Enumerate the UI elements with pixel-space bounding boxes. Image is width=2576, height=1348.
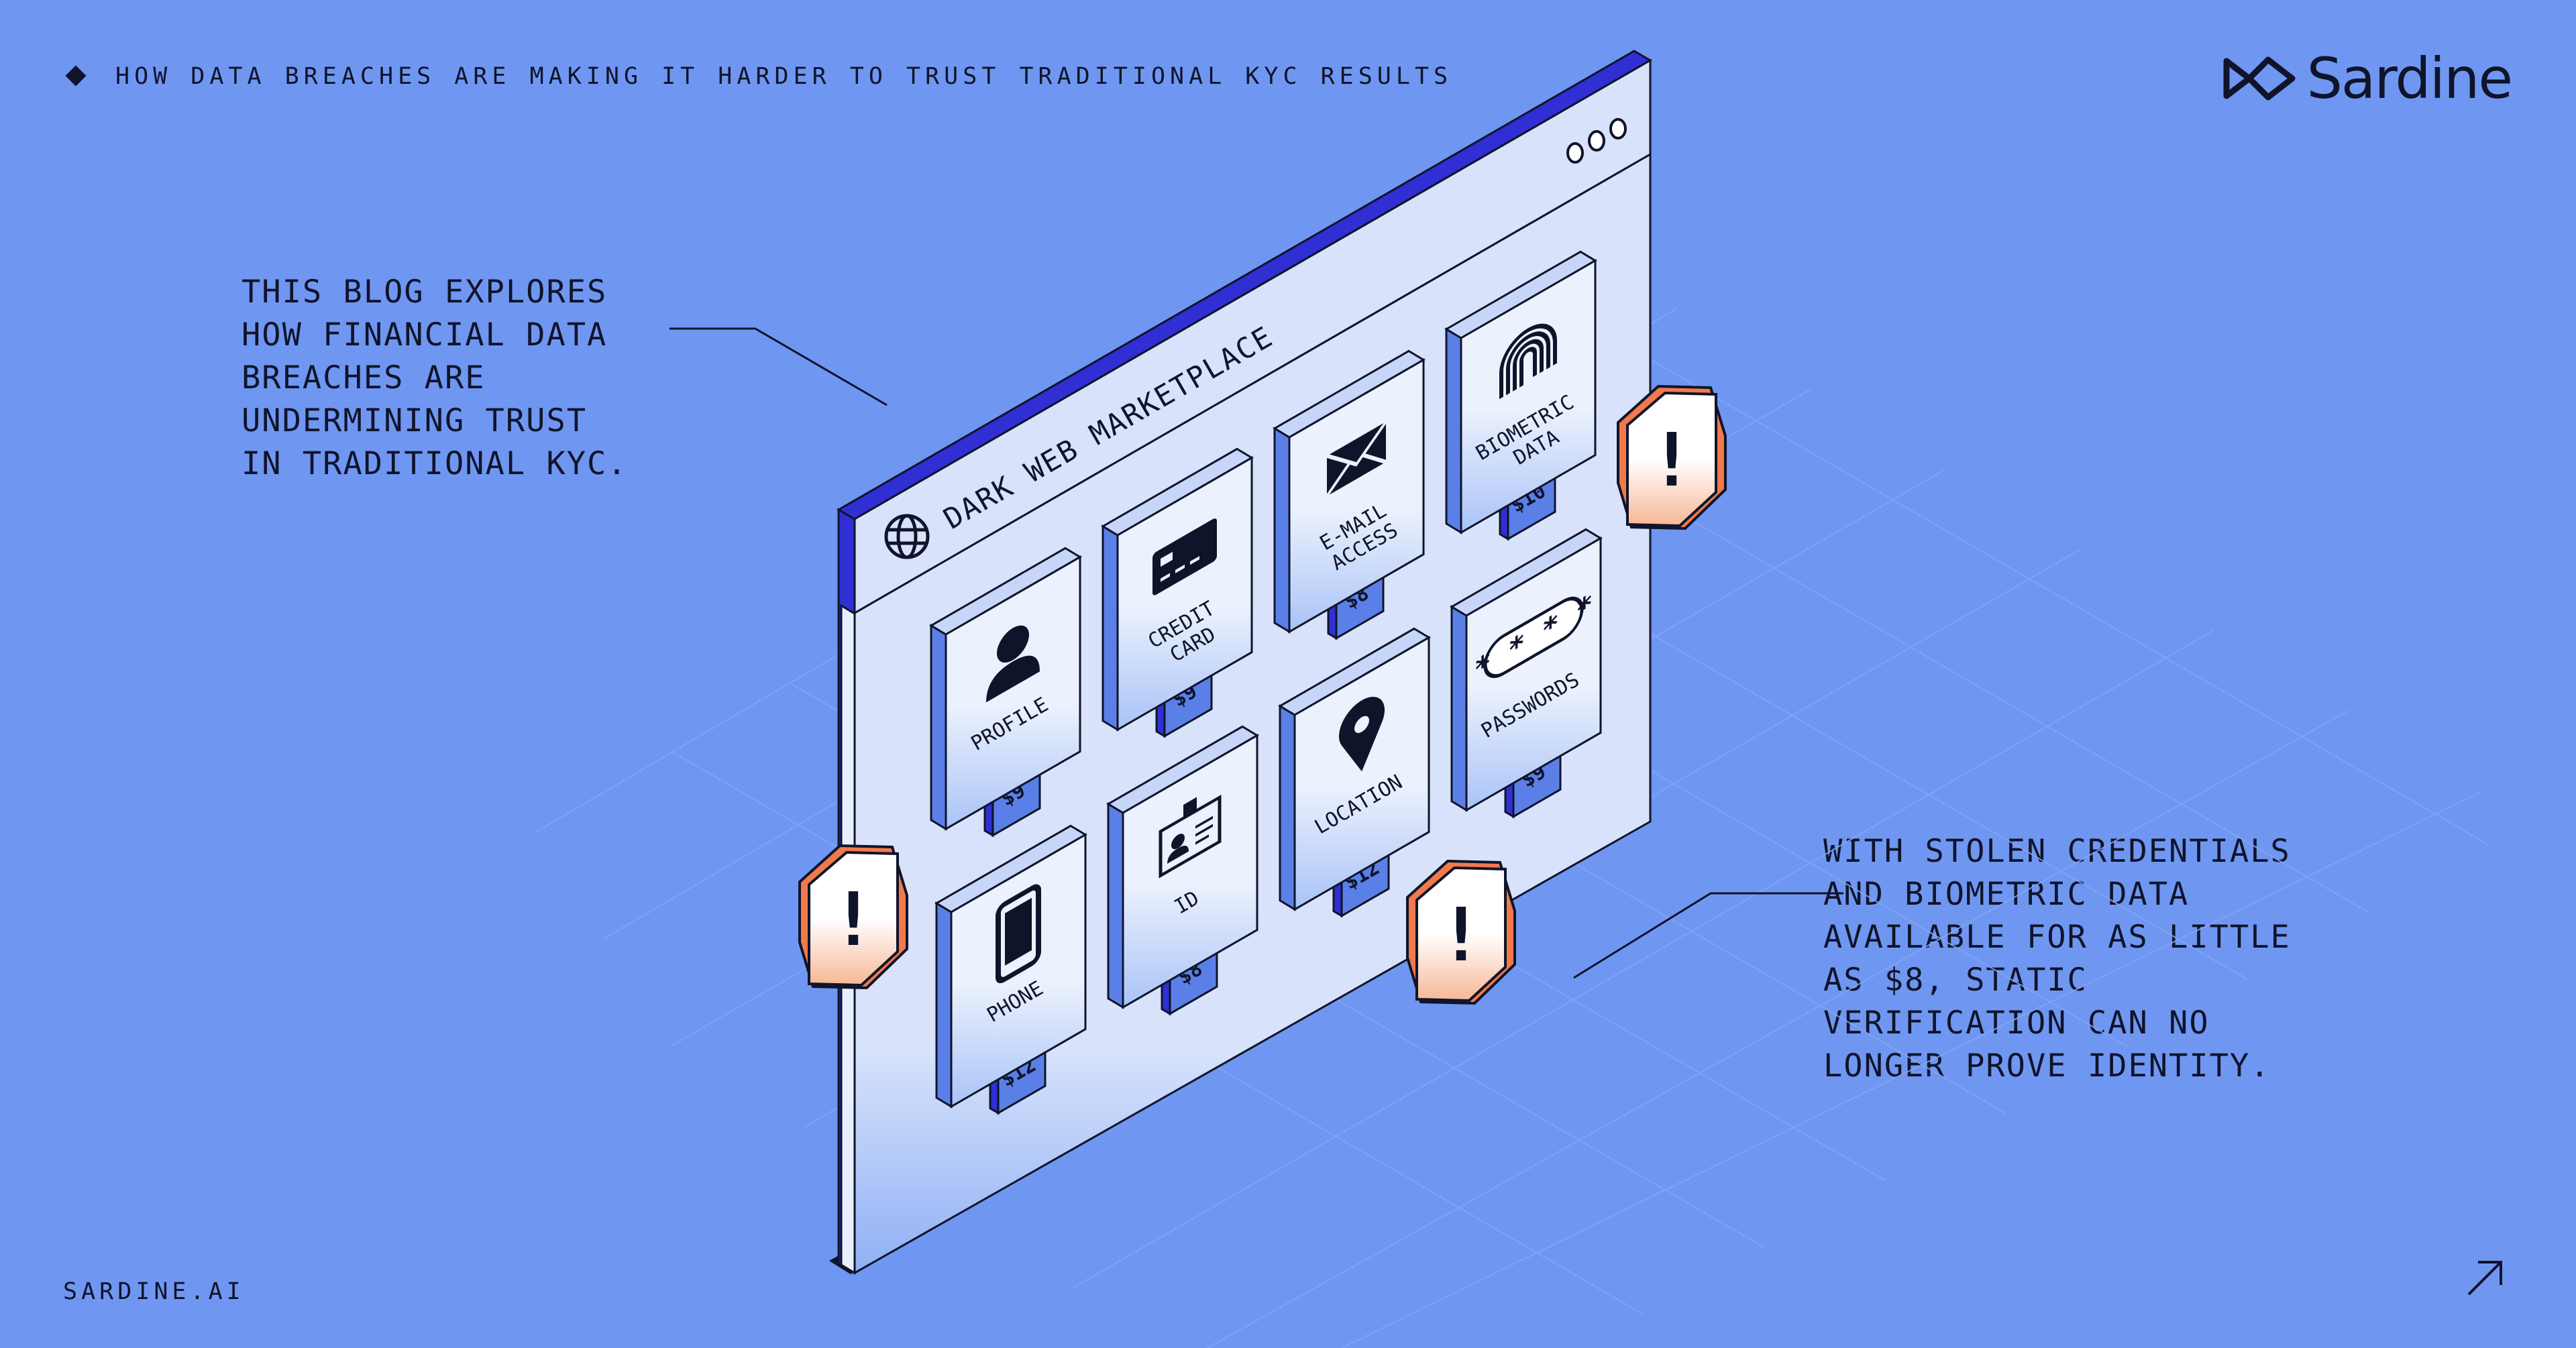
callout-line: WITH STOLEN CREDENTIALS [1823, 833, 2291, 870]
page-title: HOW DATA BREACHES ARE MAKING IT HARDER T… [115, 63, 1453, 90]
product-card[interactable]: $8E-MAILACCESS [1273, 349, 1426, 640]
window-controls-icon [1566, 118, 1627, 164]
footer-site-link[interactable]: SARDINE.AI [63, 1278, 245, 1305]
envelope-icon [1326, 420, 1387, 497]
product-card[interactable]: $9* * * *PASSWORDS [1450, 528, 1603, 819]
product-card-grid: $9PROFILE$9CREDITCARD$8E-MAILACCESS$10BI… [929, 250, 1603, 1115]
callout-line: HOW FINANCIAL DATA [241, 317, 608, 353]
brand-name: Sardine [2306, 46, 2513, 111]
callout-line: AND BIOMETRIC DATA [1823, 876, 2190, 913]
callout-line: LONGER PROVE IDENTITY. [1823, 1048, 2271, 1084]
intro-callout: THIS BLOG EXPLORES HOW FINANCIAL DATA BR… [241, 271, 628, 486]
warning-exclamation-icon: ! [1406, 859, 1516, 1005]
callout-line: VERIFICATION CAN NO [1823, 1005, 2210, 1042]
callout-line: THIS BLOG EXPLORES [241, 274, 608, 311]
brand-logo[interactable]: Sardine [2222, 46, 2513, 111]
svg-text:!: ! [831, 877, 875, 962]
svg-text:!: ! [1650, 417, 1694, 503]
id-card-icon [1159, 794, 1222, 879]
profile-icon [986, 625, 1040, 703]
sardine-logo-icon [2223, 56, 2296, 101]
callout-line: BREACHES ARE [241, 359, 486, 396]
callout-leaders [669, 327, 1843, 979]
arrow-up-right-icon[interactable] [2462, 1254, 2509, 1301]
callout-line: AVAILABLE FOR AS LITTLE [1823, 919, 2291, 956]
warning-exclamation-icon: ! [798, 844, 908, 990]
browser-title-bar [853, 58, 1652, 615]
warning-exclamation-icon: ! [1617, 384, 1727, 530]
globe-icon [884, 514, 930, 559]
svg-text:!: ! [1439, 892, 1483, 978]
product-card[interactable]: $8ID [1106, 725, 1259, 1016]
callout-line: IN TRADITIONAL KYC. [241, 445, 628, 482]
credit-card-icon [1152, 518, 1217, 596]
warning-badges: !!! [798, 384, 1727, 1005]
fingerprint-icon [1499, 323, 1557, 400]
callout-line: UNDERMINING TRUST [241, 402, 588, 439]
price-callout: WITH STOLEN CREDENTIALS AND BIOMETRIC DA… [1823, 830, 2291, 1088]
location-pin-icon [1339, 697, 1385, 772]
phone-icon [996, 884, 1041, 984]
